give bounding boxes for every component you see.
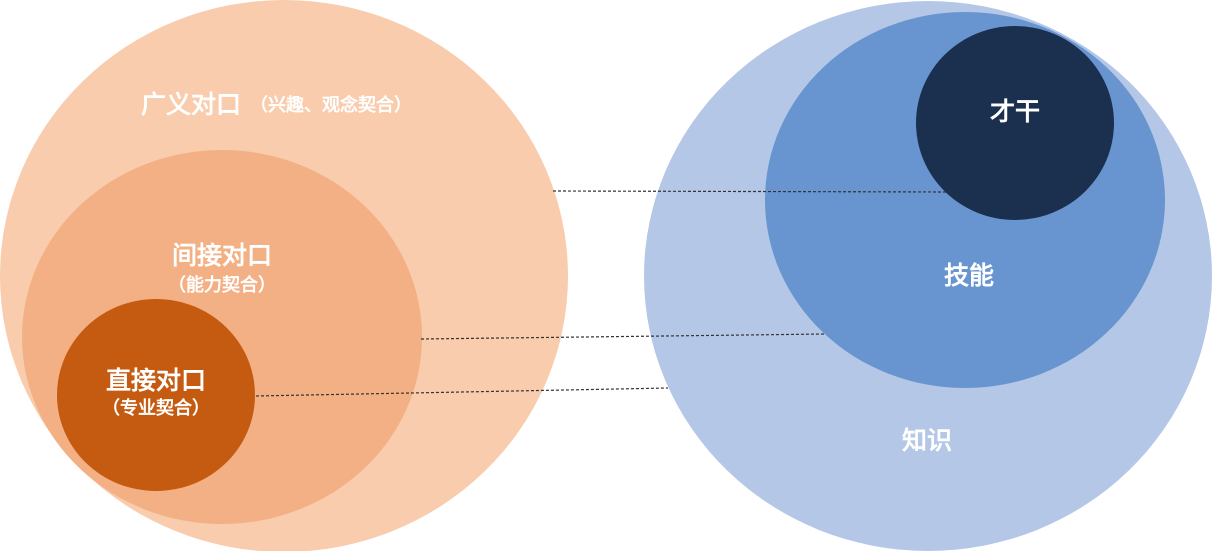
label-knowledge: 知识 bbox=[902, 426, 952, 455]
label-broad-fit: 广义对口 （兴趣、观念契合） bbox=[141, 90, 412, 119]
connector-broad-to-talent bbox=[552, 190, 949, 193]
label-indirect-fit: 间接对口 （能力契合） bbox=[168, 241, 276, 296]
circle-direct-fit bbox=[57, 299, 255, 491]
label-skills: 技能 bbox=[944, 261, 994, 290]
label-indirect-fit-title: 间接对口 bbox=[172, 241, 272, 270]
label-broad-fit-subtitle: （兴趣、观念契合） bbox=[250, 94, 412, 116]
connector-lines bbox=[255, 190, 949, 397]
label-talent: 才干 bbox=[990, 97, 1040, 126]
label-direct-fit-title: 直接对口 bbox=[106, 366, 206, 395]
right-circle-group bbox=[644, 1, 1212, 551]
circle-talent bbox=[916, 26, 1114, 220]
label-indirect-fit-subtitle: （能力契合） bbox=[168, 274, 276, 296]
left-circle-group bbox=[0, 0, 568, 551]
label-broad-fit-title: 广义对口 bbox=[141, 90, 241, 119]
connector-direct-to-knowledge bbox=[255, 387, 669, 397]
label-direct-fit: 直接对口 （专业契合） bbox=[102, 366, 210, 419]
label-direct-fit-subtitle: （专业契合） bbox=[102, 397, 210, 419]
connector-indirect-to-skills bbox=[420, 333, 827, 340]
